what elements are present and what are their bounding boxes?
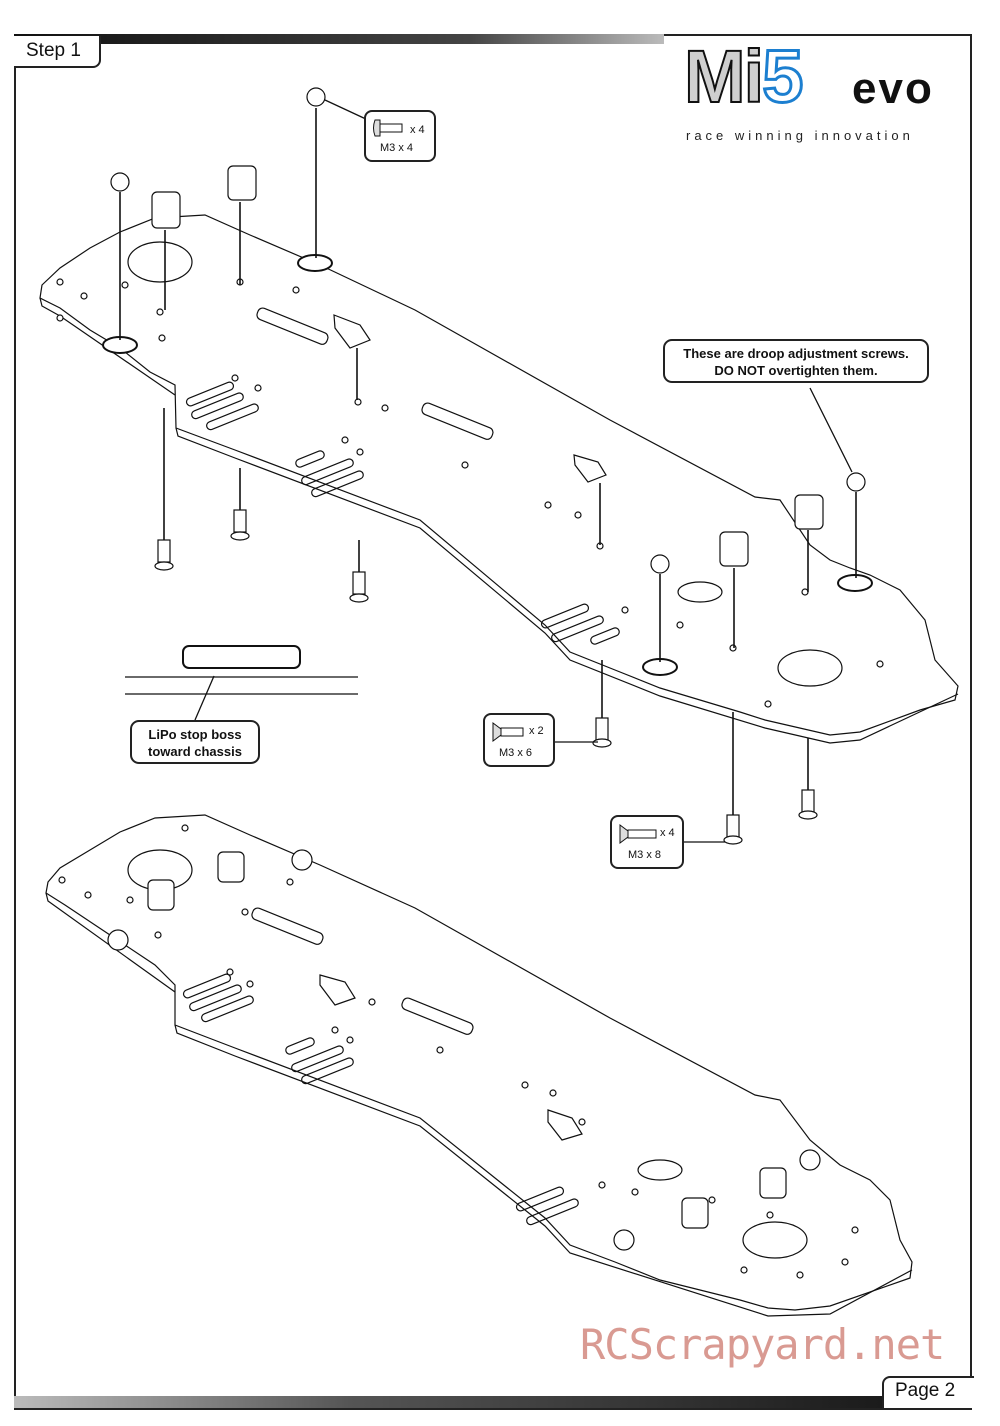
logo-main-text: Mi <box>683 35 765 118</box>
step-label: Step 1 <box>26 40 81 61</box>
hardware-size: M3 x 4 <box>380 142 414 154</box>
hardware-lower <box>107 849 821 1251</box>
hardware-qty: x 2 <box>529 725 544 737</box>
footer-bar <box>14 1396 972 1408</box>
hardware-size: M3 x 8 <box>628 849 662 861</box>
countersunk-screw-icon <box>619 824 657 844</box>
droop-screw-callout: These are droop adjustment screws. DO NO… <box>663 339 929 383</box>
step-tab <box>14 36 101 68</box>
header-bar <box>14 34 664 44</box>
leader-lines <box>194 99 853 843</box>
logo-suffix: evo <box>852 64 934 113</box>
lipo-callout-line2: toward chassis <box>148 744 242 759</box>
countersunk-screw-icon <box>492 722 524 742</box>
hardware-box-m3x8: x 4 M3 x 8 <box>610 815 684 869</box>
droop-callout-line2: DO NOT overtighten them. <box>714 363 878 378</box>
assembly-lines <box>119 108 857 815</box>
chassis-plate-lower <box>45 814 913 1311</box>
slots-lower <box>127 849 808 1259</box>
lipo-stop-callout: LiPo stop boss toward chassis <box>130 720 260 764</box>
hardware-qty: x 4 <box>410 124 425 136</box>
chassis-plate-upper <box>39 214 959 736</box>
logo-numeral: 5 <box>761 35 805 118</box>
logo-tagline: race winning innovation <box>686 128 914 143</box>
hardware-box-m3x4: x 4 M3 x 4 <box>364 110 436 162</box>
droop-callout-line1: These are droop adjustment screws. <box>683 346 909 361</box>
watermark: RCScrapyard.net <box>580 1320 945 1369</box>
lipo-stop-detail <box>125 645 358 695</box>
button-head-screw-icon <box>373 119 403 137</box>
hardware-size: M3 x 6 <box>499 747 533 759</box>
slots-upper <box>127 241 843 687</box>
page-tab <box>882 1376 974 1408</box>
holes-upper <box>56 278 884 708</box>
holes-lower <box>58 824 859 1279</box>
page-number: Page 2 <box>895 1380 956 1401</box>
hardware-box-m3x6: x 2 M3 x 6 <box>483 713 555 767</box>
brand-logo: Mi5 evo race winning innovation <box>680 38 965 150</box>
lipo-callout-line1: LiPo stop boss <box>148 727 242 742</box>
hardware-qty: x 4 <box>660 827 675 839</box>
